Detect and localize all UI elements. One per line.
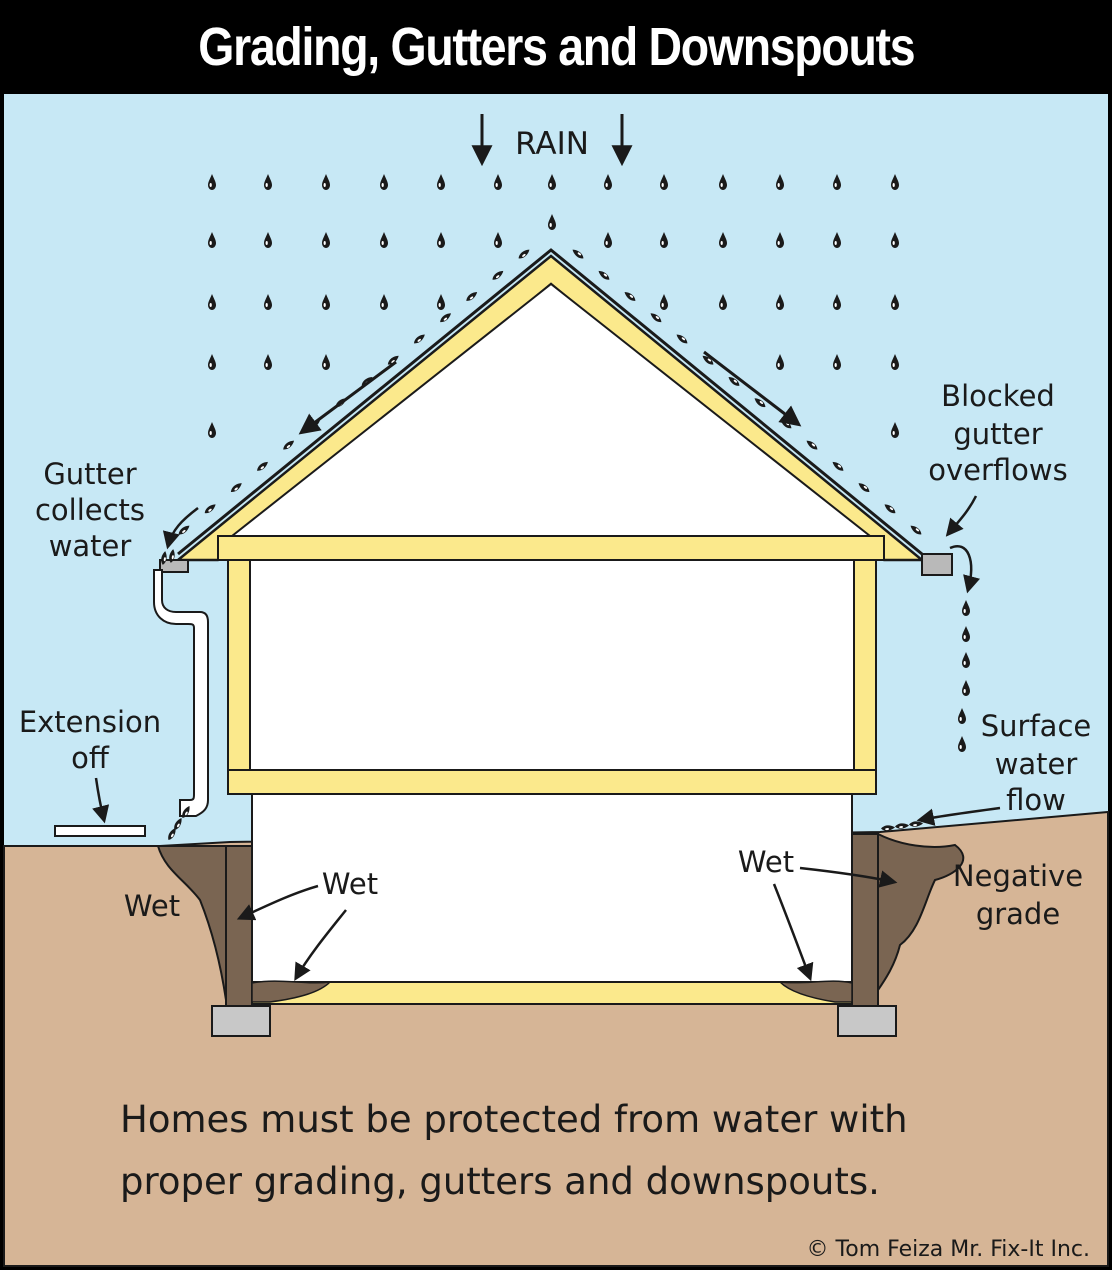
surface-water-line-2: water — [995, 747, 1078, 781]
extension-off-line-2: off — [71, 741, 110, 775]
blocked-gutter-line-1: Blocked — [941, 379, 1055, 413]
caption-line-1: Homes must be protected from water with — [120, 1098, 908, 1141]
roof-flow-arrow-left — [298, 360, 397, 435]
copyright-credit: © Tom Feiza Mr. Fix-It Inc. — [807, 1237, 1090, 1262]
caption-line-2: proper grading, gutters and downspouts. — [120, 1160, 880, 1203]
title-bar: Grading, Gutters and Downspouts — [0, 0, 1112, 94]
foundation-wall-right — [851, 833, 879, 1007]
wall-right — [853, 557, 877, 795]
wet-soil-right-outside — [877, 832, 965, 994]
wet-arrow-left-wall — [236, 884, 319, 921]
negative-grade-line-1: Negative — [953, 859, 1083, 893]
main-floor-interior — [249, 557, 855, 771]
negative-grade-line-2: grade — [976, 897, 1060, 931]
gutter-collects-line-2: collects — [35, 493, 145, 527]
blocked-gutter-line-3: overflows — [928, 453, 1068, 487]
wet-slab-left — [251, 980, 333, 1003]
wet-label-right: Wet — [738, 845, 794, 879]
basement-interior — [251, 791, 853, 983]
wet-label-left-outside: Wet — [124, 889, 180, 923]
gutter-collects-line-3: water — [49, 529, 132, 563]
roof-flow-arrow-right — [703, 350, 802, 427]
extension-off-line-1: Extension — [19, 705, 161, 739]
wet-arrow-right-slab — [772, 883, 814, 982]
left-gutter — [159, 559, 189, 573]
extension-piece — [54, 825, 146, 837]
blocked-gutter-line-2: gutter — [953, 417, 1042, 451]
floor-joist — [227, 769, 877, 795]
footing-left — [211, 1005, 271, 1037]
blocked-gutter-arrow — [945, 495, 978, 537]
overflow-arrow — [949, 545, 981, 594]
left-downspout — [153, 569, 209, 817]
wet-label-left-inside: Wet — [322, 867, 378, 901]
wet-slab-right — [777, 980, 853, 1003]
foundation-wall-left — [225, 845, 253, 1007]
surface-water-line-1: Surface — [981, 709, 1091, 743]
rain-label: RAIN — [515, 126, 589, 162]
footing-right — [837, 1005, 897, 1037]
wall-left — [227, 557, 251, 795]
roof-surface — [177, 248, 923, 556]
gutter-label-arrow — [162, 507, 199, 550]
surface-flow-arrow — [916, 806, 1001, 826]
wet-arrow-right-wall — [799, 866, 898, 888]
gutter-collects-line-1: Gutter — [43, 457, 136, 491]
extension-arrow — [92, 777, 110, 824]
surface-water-line-3: flow — [1006, 783, 1066, 817]
right-gutter — [921, 553, 953, 576]
diagram-title: Grading, Gutters and Downspouts — [198, 17, 915, 77]
ceiling-joist — [217, 535, 885, 561]
wet-arrow-left-slab — [294, 909, 347, 982]
basement-slab — [251, 981, 853, 1005]
